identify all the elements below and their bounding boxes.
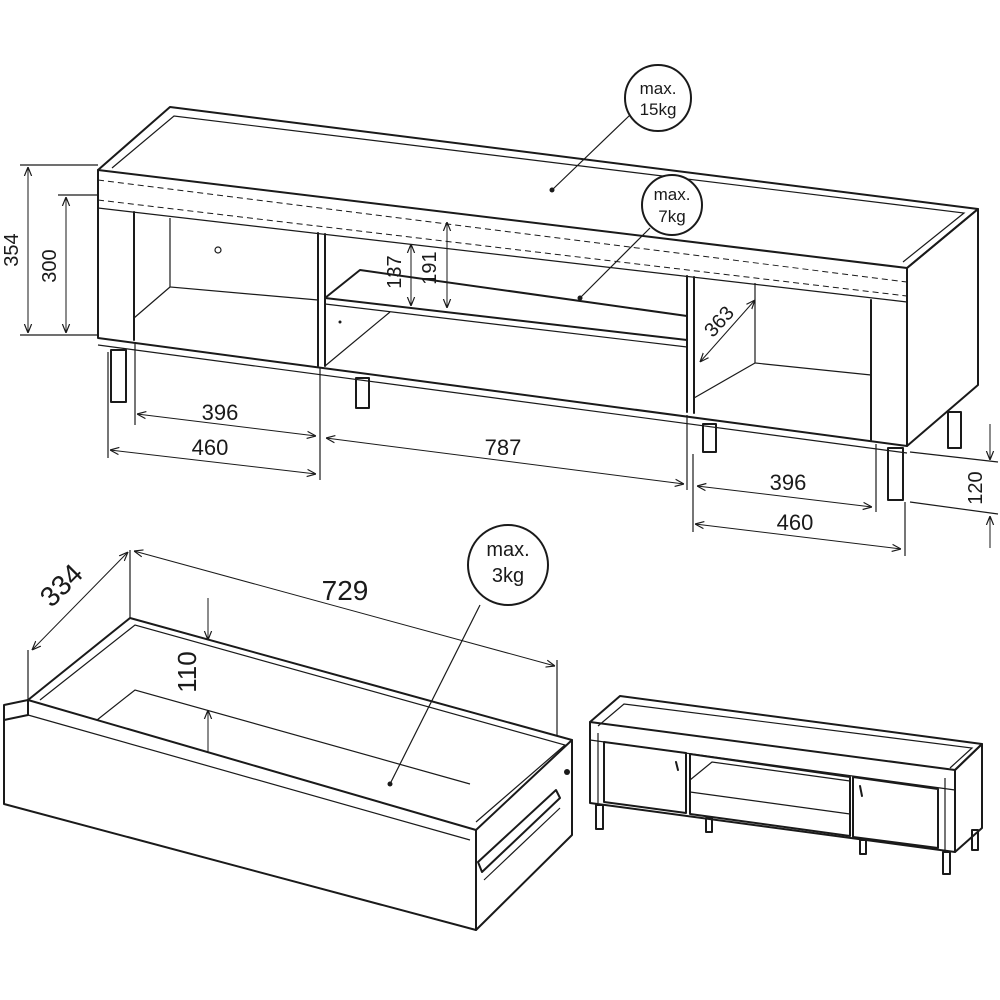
dim-middle-width: 787: [485, 435, 522, 460]
thumb-leg: [705, 817, 713, 833]
middle-shelf-edge: [324, 303, 688, 348]
drawer-right-side: [475, 739, 573, 931]
load-drawer-line2: 3kg: [492, 565, 524, 587]
right-compartment-back: [754, 283, 872, 376]
right-floor-edge: [693, 362, 756, 399]
load-top-line1: max.: [640, 79, 677, 98]
dim-line-right-outer: [695, 524, 901, 549]
runner-screw: [564, 769, 570, 775]
drawer-box-top: [27, 617, 573, 831]
assembled-cabinet-thumbnail: [589, 695, 983, 875]
dim-drawer-depth: 334: [34, 558, 89, 613]
thumb-middle-shelf: [689, 761, 851, 782]
leg-back-right: [702, 423, 717, 453]
cabinet-top: [97, 106, 979, 269]
screw-hole: [214, 246, 222, 254]
drawer-front-top-edge: [27, 714, 471, 841]
drawer-front: [3, 699, 477, 931]
thumb-leg: [859, 839, 867, 855]
cabinet-top-inner-edge: [111, 115, 966, 263]
thumb-middle-opening: [689, 753, 851, 837]
dim-line-drawer-depth: [32, 552, 128, 650]
leader-dot: [387, 781, 393, 787]
middle-shelf-front: [324, 297, 688, 341]
leader-dot: [549, 187, 555, 193]
load-top-line2: 15kg: [640, 100, 677, 119]
thumb-left-handle: [675, 761, 679, 771]
bottom-edge: [97, 344, 908, 454]
load-shelf-line1: max.: [654, 185, 691, 204]
drawer-box-inner: [39, 624, 567, 823]
leader-shelf-load: [579, 227, 651, 299]
leg-side-right: [947, 411, 962, 449]
thumb-side: [954, 743, 983, 853]
screw-dot: [338, 320, 342, 324]
drawer-drawing: 334 729 110 max. 3kg: [3, 524, 573, 931]
load-circle-drawer: [467, 524, 549, 606]
middle-shelf-back: [324, 269, 688, 317]
thumb-right-door: [852, 776, 939, 849]
thumb-leg: [942, 851, 951, 875]
dim-right-outer-width: 460: [777, 510, 814, 535]
thumb-leg: [595, 804, 604, 830]
leader-top-load: [551, 114, 631, 191]
left-floor-edge: [133, 286, 171, 319]
leg-back-left: [355, 377, 370, 409]
cabinet-right-side: [906, 208, 979, 447]
dim-left-outer-width: 460: [192, 435, 229, 460]
tv-cabinet-drawing: max. 15kg max. 7kg 354 300 137 191 363 3…: [1, 64, 999, 556]
dim-body-height: 300: [39, 249, 61, 282]
left-compartment-back: [169, 218, 319, 301]
dim-depth: 363: [700, 302, 739, 342]
ext-line: [909, 451, 999, 463]
load-circle-shelf: [641, 174, 703, 236]
top-dashed-line: [97, 179, 908, 283]
dim-total-height: 354: [1, 233, 23, 266]
thumb-top-inner: [597, 703, 974, 769]
top-band-line: [97, 207, 908, 303]
leg-front-left: [110, 349, 127, 403]
load-drawer-line1: max.: [486, 539, 529, 561]
cabinet-front: [97, 169, 908, 447]
dim-line-depth: [700, 300, 755, 362]
top-dashed-line-2: [97, 199, 908, 297]
dim-line-left-inner: [137, 414, 316, 436]
dim-line-drawer-width: [134, 551, 555, 666]
load-shelf-line2: 7kg: [658, 207, 685, 226]
drawer-bottom-line: [96, 689, 471, 785]
ext-line: [909, 501, 999, 515]
drawer-runner: [477, 789, 561, 873]
dim-line-middle: [326, 438, 684, 484]
dim-leg-height: 120: [965, 471, 987, 504]
thumb-leg: [971, 829, 979, 851]
thumb-left-door: [603, 741, 687, 814]
thumb-right-handle: [859, 785, 863, 797]
thumb-front: [589, 721, 956, 853]
leg-front-right: [887, 447, 904, 501]
dim-drawer-height: 110: [172, 651, 202, 692]
load-circle-top: [624, 64, 692, 132]
drawer-runner-rail: [483, 807, 561, 881]
leader-drawer-load: [389, 604, 481, 785]
leader-dot: [577, 295, 583, 301]
dim-drawer-width: 729: [322, 575, 369, 606]
dim-line-left-outer: [110, 450, 316, 474]
middle-floor-edge: [324, 311, 391, 367]
dim-left-inner-width: 396: [202, 400, 239, 425]
thumb-drawer-line: [689, 791, 851, 815]
dim-line-right-inner: [697, 486, 872, 507]
dim-middle-open-height: 191: [419, 251, 441, 284]
dim-shelf-gap: 137: [384, 255, 406, 288]
dim-right-inner-width: 396: [770, 470, 807, 495]
